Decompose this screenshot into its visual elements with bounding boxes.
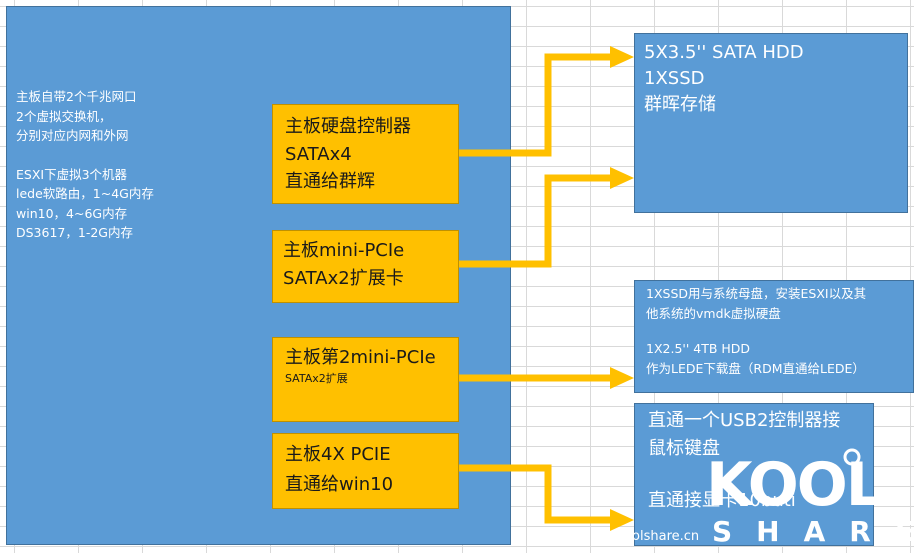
- controller-label: SATAx4: [285, 143, 352, 165]
- watermark-sub: SHARE: [712, 515, 914, 548]
- host-note-line: 2个虚拟交换机，: [16, 108, 112, 124]
- arrowhead: [610, 367, 634, 389]
- system-and-download-disk-box: 1XSSD用与系统母盘，安装ESXI以及其 他系统的vmdk虚拟硬盘 1X2.5…: [634, 280, 914, 393]
- synology-storage-box: 5X3.5'' SATA HDD 1XSSD 群晖存储: [634, 33, 908, 213]
- storage-line: 5X3.5'' SATA HDD: [644, 42, 804, 63]
- arrow-minipcie-to-storage: [459, 174, 612, 268]
- usb-partial-line: 直通接显卡10buti: [648, 490, 796, 511]
- arrowhead: [610, 167, 634, 189]
- watermark-dot-icon: [843, 448, 861, 466]
- controller-label: 主板硬盘控制器: [285, 116, 411, 137]
- storage-line: 1XSSD: [644, 68, 705, 89]
- usb-line: 直通一个USB2控制器接: [648, 410, 841, 431]
- host-note-line: 主板自带2个千兆网口: [16, 89, 137, 104]
- system-disk-line: 1XSSD用与系统母盘，安装ESXI以及其: [646, 286, 867, 301]
- controller-label: SATAx2扩展卡: [283, 268, 404, 289]
- arrowhead: [610, 509, 634, 531]
- usb-passthrough-box: 直通一个USB2控制器接 鼠标键盘 直通接显卡10buti: [634, 403, 874, 546]
- controller-label: 主板mini-PCIe: [283, 240, 405, 261]
- download-disk-line: 1X2.5'' 4TB HDD: [646, 341, 751, 356]
- arrow-controller-to-storage: [459, 53, 612, 157]
- download-disk-line: 作为LEDE下载盘（RDM直通给LEDE）: [646, 360, 865, 376]
- esxi-note-line: win10，4~6G内存: [16, 205, 128, 221]
- arrowhead: [610, 46, 634, 68]
- controller-label: 直通给群辉: [285, 171, 375, 192]
- mini-pcie-sata-box: 主板mini-PCIe SATAx2扩展卡: [272, 230, 459, 303]
- controller-label: 直通给win10: [285, 474, 394, 495]
- esxi-note-line: ESXI下虚拟3个机器: [16, 166, 128, 182]
- system-disk-line: 他系统的vmdk虚拟硬盘: [646, 305, 781, 321]
- esxi-note-line: lede软路由，1~4G内存: [16, 186, 154, 201]
- arrow-pcie-to-usb: [459, 464, 612, 524]
- host-note-line: 分别对应内网和外网: [16, 128, 129, 143]
- pcie-4x-box: 主板4X PCIE 直通给win10: [272, 433, 459, 509]
- controller-subtitle: SATAx2扩展: [285, 372, 348, 385]
- onboard-disk-controller-box: 主板硬盘控制器 SATAx4 直通给群辉: [272, 104, 459, 204]
- second-mini-pcie-box: 主板第2mini-PCIe SATAx2扩展: [272, 337, 459, 422]
- usb-line: 鼠标键盘: [648, 438, 720, 459]
- controller-title: 主板第2mini-PCIe: [285, 347, 436, 368]
- controller-label: 主板4X PCIE: [285, 444, 391, 465]
- watermark-url: koolshare.cn: [617, 529, 699, 544]
- esxi-note-line: DS3617，1-2G内存: [16, 225, 133, 240]
- storage-line: 群晖存储: [644, 94, 716, 115]
